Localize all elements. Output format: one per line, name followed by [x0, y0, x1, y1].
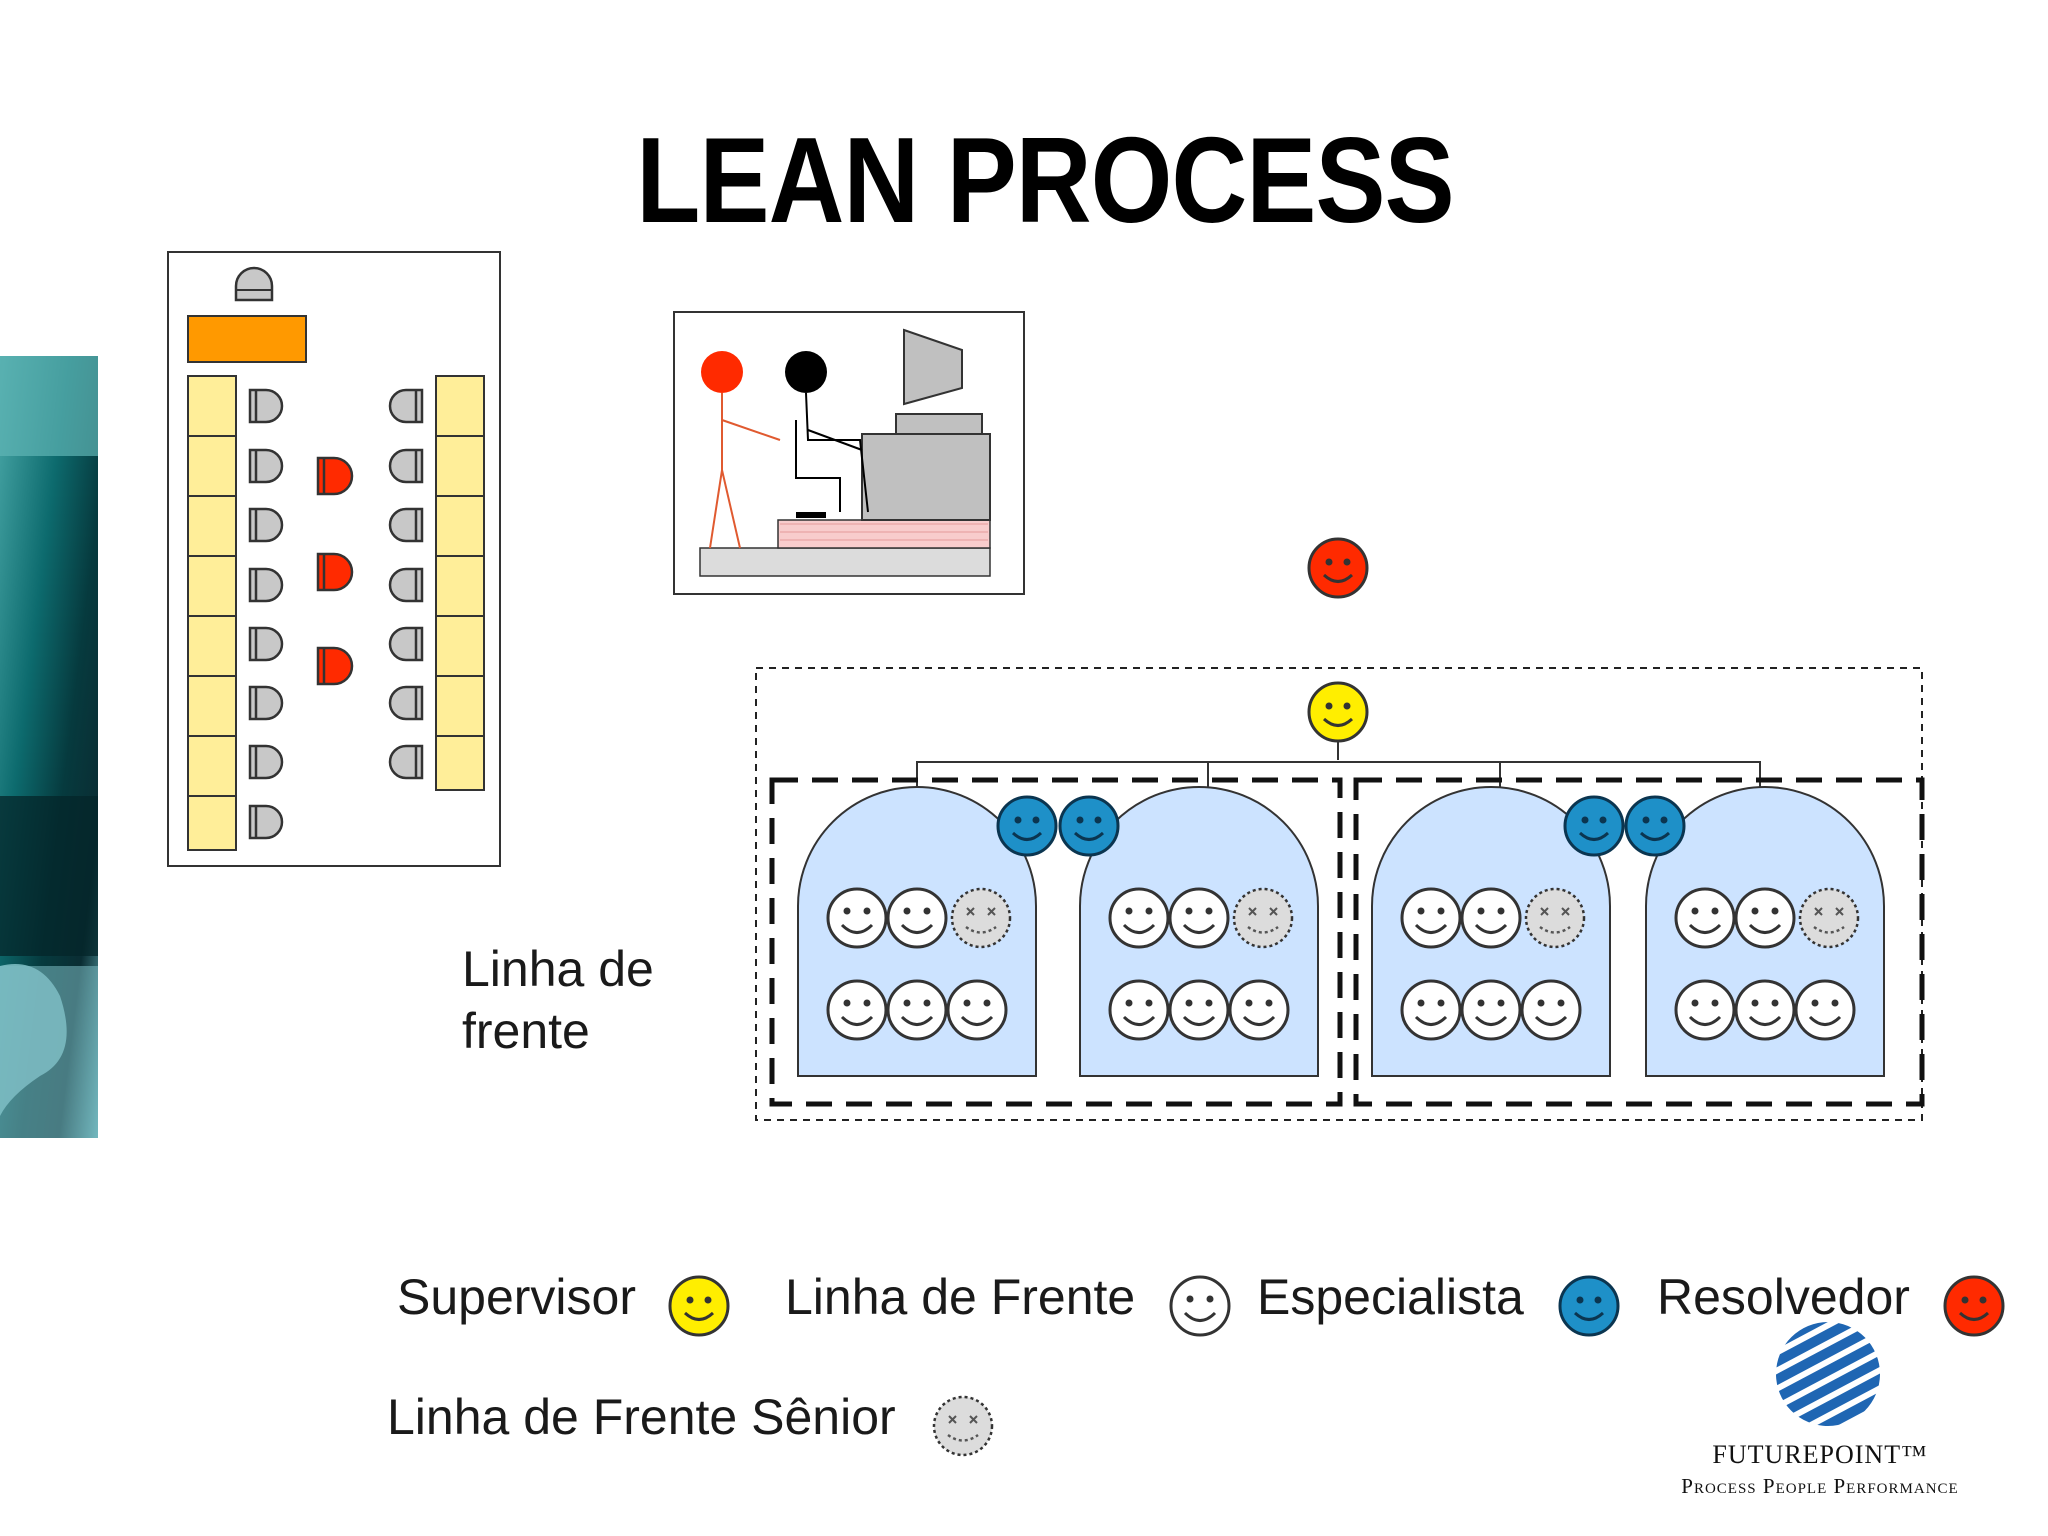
legend-resolver-icon: [1943, 1275, 2005, 1337]
resolver-face-icon: [1307, 537, 1369, 599]
front-line-label-line2: frente: [462, 1003, 590, 1059]
manager-chair-icon: [234, 266, 274, 302]
front-line-label-line1: Linha de: [462, 941, 654, 997]
page-title: LEAN PROCESS: [636, 112, 1454, 248]
supervisor-face-icon: [1307, 681, 1369, 743]
legend-front-line-label: Linha de Frente: [785, 1269, 1136, 1325]
office-floor-plan: [167, 251, 501, 867]
team-group-right: [1353, 777, 1925, 1107]
specialist-pair-right: [1563, 795, 1686, 857]
team-cell-3: [1371, 786, 1611, 1077]
team-cell-1: [797, 786, 1037, 1077]
legend-resolver-label: Resolvedor: [1657, 1269, 1910, 1325]
legend-specialist-label: Especialista: [1257, 1269, 1524, 1325]
legend-front-line-icon: [1169, 1275, 1231, 1337]
decorative-photo-strip: [0, 356, 98, 1138]
legend-specialist-icon: [1558, 1275, 1620, 1337]
manager-desk: [187, 315, 307, 363]
resolver-figure-head: [701, 351, 743, 393]
legend-senior-icon: [932, 1395, 994, 1457]
desk-column-left: [187, 375, 237, 851]
brand-name: FUTUREPOINT™: [1712, 1440, 1928, 1469]
legend-senior-front-line-label: Linha de Frente Sênior: [387, 1389, 896, 1445]
workstation-illustration: [673, 311, 1025, 595]
legend-supervisor-label: Supervisor: [397, 1269, 636, 1325]
brand-tagline: Process People Performance: [1681, 1474, 1959, 1498]
desk-column-right: [435, 375, 485, 791]
specialist-pair-left: [996, 795, 1120, 857]
team-group-left: [769, 777, 1343, 1107]
legend-supervisor-icon: [668, 1275, 730, 1337]
team-org-chart: [755, 537, 1925, 1121]
agent-figure-head: [785, 351, 827, 393]
